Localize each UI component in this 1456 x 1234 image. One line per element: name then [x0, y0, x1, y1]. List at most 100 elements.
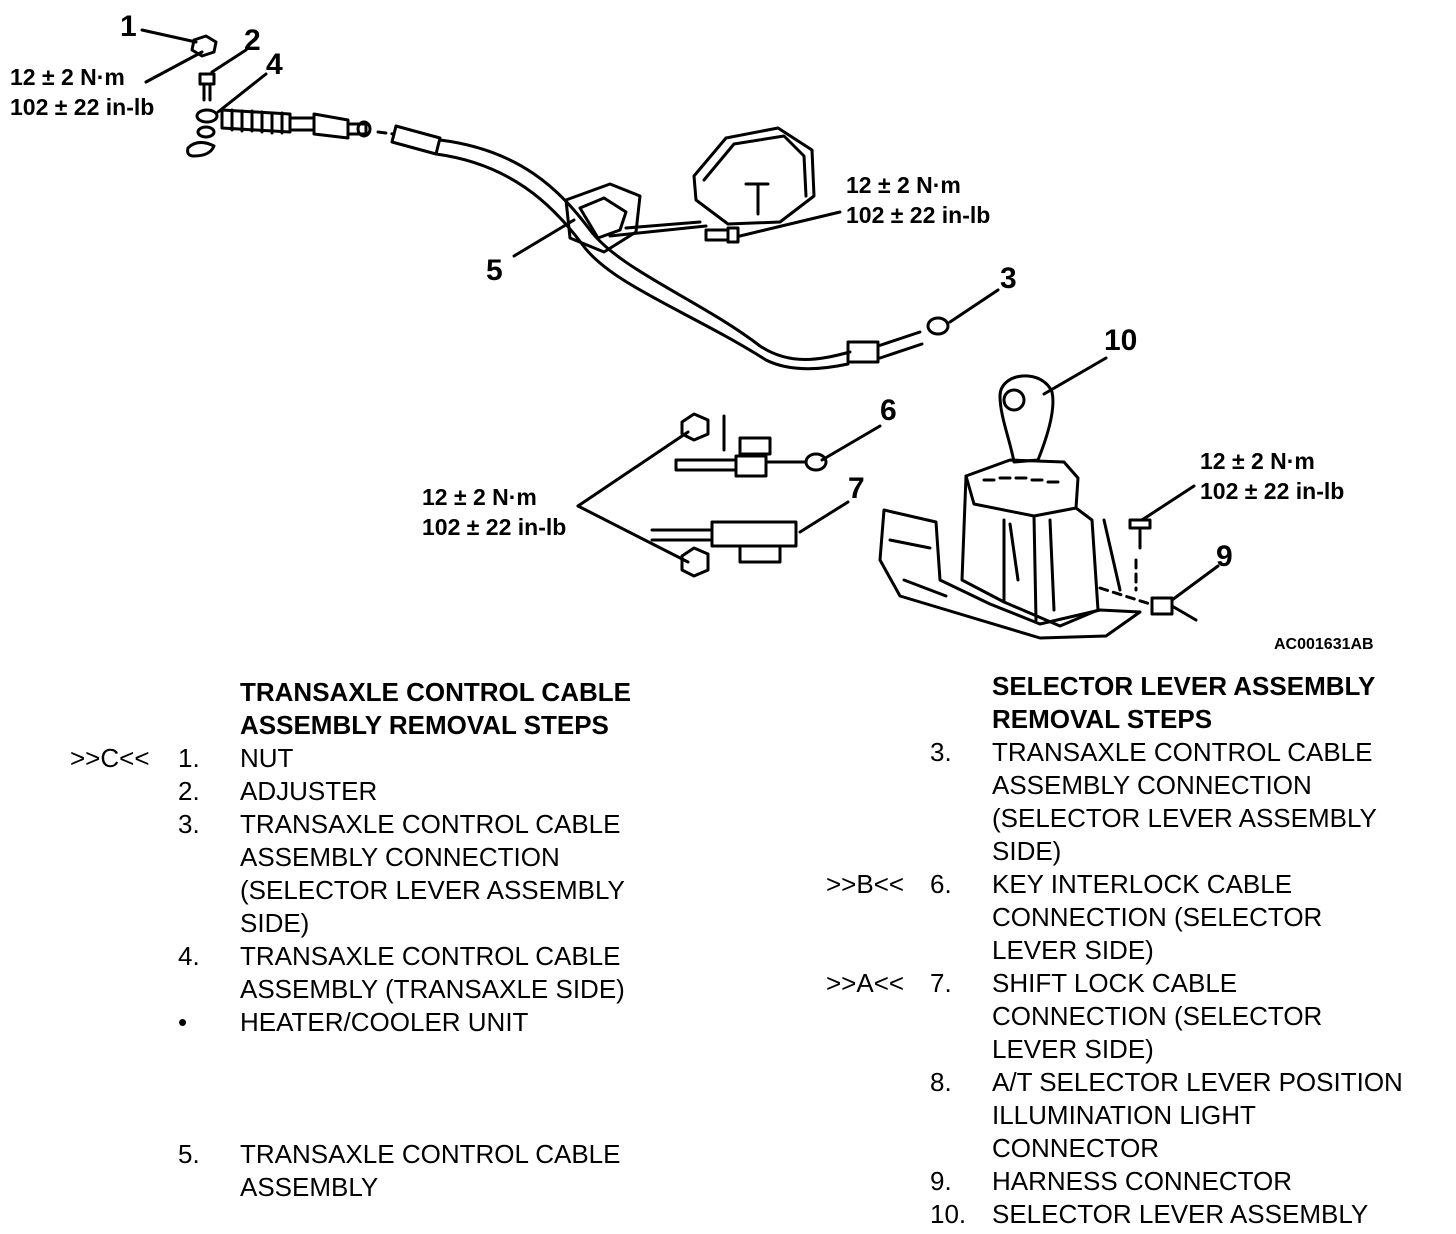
step-text: ILLUMINATION LIGHT — [992, 1100, 1256, 1130]
step-marker: >>C<< — [70, 743, 150, 773]
callout-4: 4 — [266, 48, 283, 81]
step-text: KEY INTERLOCK CABLE — [992, 869, 1293, 899]
step-text: TRANSAXLE CONTROL CABLE — [992, 737, 1373, 767]
shift-lock-cable — [650, 520, 798, 548]
step-number: 6. — [930, 869, 952, 899]
key-interlock-cable — [674, 454, 806, 478]
step-text: (SELECTOR LEVER ASSEMBLY — [992, 803, 1377, 833]
step-text: A/T SELECTOR LEVER POSITION — [992, 1067, 1403, 1097]
nut-1 — [190, 34, 218, 58]
step-text: HARNESS CONNECTOR — [992, 1166, 1293, 1196]
step-text: (SELECTOR LEVER ASSEMBLY — [240, 875, 625, 905]
step-text: CONNECTOR — [992, 1133, 1160, 1163]
callout-6: 6 — [880, 394, 897, 427]
left-steps-title: TRANSAXLE CONTROL CABLE ASSEMBLY REMOVAL… — [240, 677, 631, 740]
leader-2 — [210, 48, 248, 74]
selector-knob — [998, 374, 1055, 464]
right-steps-title: SELECTOR LEVER ASSEMBLY REMOVAL STEPS — [992, 671, 1376, 734]
step-text: ASSEMBLY — [240, 1172, 379, 1202]
step-text: SHIFT LOCK CABLE — [992, 968, 1238, 998]
bracket-5 — [564, 182, 642, 254]
leader-4 — [216, 72, 268, 114]
step-number: 1. — [178, 743, 200, 773]
step-item: 10. SELECTOR LEVER ASSEMBLY — [930, 1198, 1432, 1231]
callout-5: 5 — [486, 254, 503, 287]
nut-7 — [680, 546, 710, 578]
left-removal-steps: TRANSAXLE CONTROL CABLE ASSEMBLY REMOVAL… — [70, 676, 700, 1204]
step-text: SIDE) — [240, 908, 310, 938]
leader-5 — [512, 218, 576, 258]
exploded-diagram — [140, 28, 1220, 640]
step-marker: >>B<< — [826, 869, 905, 899]
selector-housing — [964, 458, 1080, 518]
leader-torque-mid-b — [576, 504, 690, 564]
right-removal-steps: SELECTOR LEVER ASSEMBLY REMOVAL STEPS 3.… — [826, 670, 1432, 1231]
callout-3: 3 — [1000, 262, 1017, 295]
callout-10: 10 — [1104, 324, 1138, 357]
leader-9 — [1170, 564, 1220, 602]
figure-code: AC001631AB — [1274, 636, 1374, 653]
leader-torque-mid-a — [576, 430, 690, 508]
step-number: • — [178, 1007, 188, 1037]
step-text: TRANSAXLE CONTROL CABLE — [240, 941, 621, 971]
selector-base — [878, 508, 1142, 640]
step-text: LEVER SIDE) — [992, 935, 1154, 965]
adjuster-2 — [198, 72, 216, 102]
step-item: 9. HARNESS CONNECTOR — [930, 1165, 1432, 1198]
leader-7 — [798, 500, 850, 534]
leader-torque-tl — [144, 50, 204, 84]
step-text: LEVER SIDE) — [992, 1034, 1154, 1064]
step-number: 9. — [930, 1166, 952, 1196]
step-text: ASSEMBLY CONNECTION — [992, 770, 1312, 800]
step-marker: >>A<< — [826, 968, 905, 998]
callout-9: 9 — [1216, 540, 1233, 573]
step-number: 4. — [178, 941, 200, 971]
leader-10 — [1042, 356, 1108, 396]
callout-2: 2 — [244, 24, 261, 57]
leader-1 — [140, 28, 198, 44]
heater-cooler-unit — [692, 126, 816, 226]
harness-connector — [1150, 596, 1198, 622]
step-text: ADJUSTER — [240, 776, 378, 806]
callout-1: 1 — [120, 10, 137, 43]
step-text: ASSEMBLY (TRANSAXLE SIDE) — [240, 974, 625, 1004]
leader-torque-r — [1140, 484, 1196, 522]
step-number: 5. — [178, 1139, 200, 1169]
step-number: 3. — [178, 809, 200, 839]
step-number: 3. — [930, 737, 952, 767]
callout-7: 7 — [848, 472, 865, 505]
step-number: 8. — [930, 1067, 952, 1097]
step-text: SIDE) — [992, 836, 1062, 866]
step-text: CONNECTION (SELECTOR — [992, 1001, 1323, 1031]
step-text: NUT — [240, 743, 294, 773]
control-cable — [438, 138, 852, 361]
step-text: HEATER/COOLER UNIT — [240, 1007, 529, 1037]
nut-6 — [680, 412, 710, 442]
step-text: SELECTOR LEVER ASSEMBLY — [992, 1199, 1369, 1229]
leader-6 — [820, 424, 882, 462]
step-item: >>C<< 1. NUT — [70, 742, 700, 775]
step-item: • HEATER/COOLER UNIT — [178, 1006, 700, 1039]
cable-end-4 — [220, 108, 292, 134]
step-item: 2. ADJUSTER — [178, 775, 700, 808]
step-number: 10. — [930, 1199, 967, 1229]
step-number: 2. — [178, 776, 200, 806]
step-text: ASSEMBLY CONNECTION — [240, 842, 560, 872]
leader-torque-ur — [738, 210, 842, 238]
step-text: CONNECTION (SELECTOR — [992, 902, 1323, 932]
step-text: TRANSAXLE CONTROL CABLE — [240, 809, 621, 839]
leader-3 — [948, 288, 1000, 324]
step-number: 7. — [930, 968, 952, 998]
step-text: TRANSAXLE CONTROL CABLE — [240, 1139, 621, 1169]
